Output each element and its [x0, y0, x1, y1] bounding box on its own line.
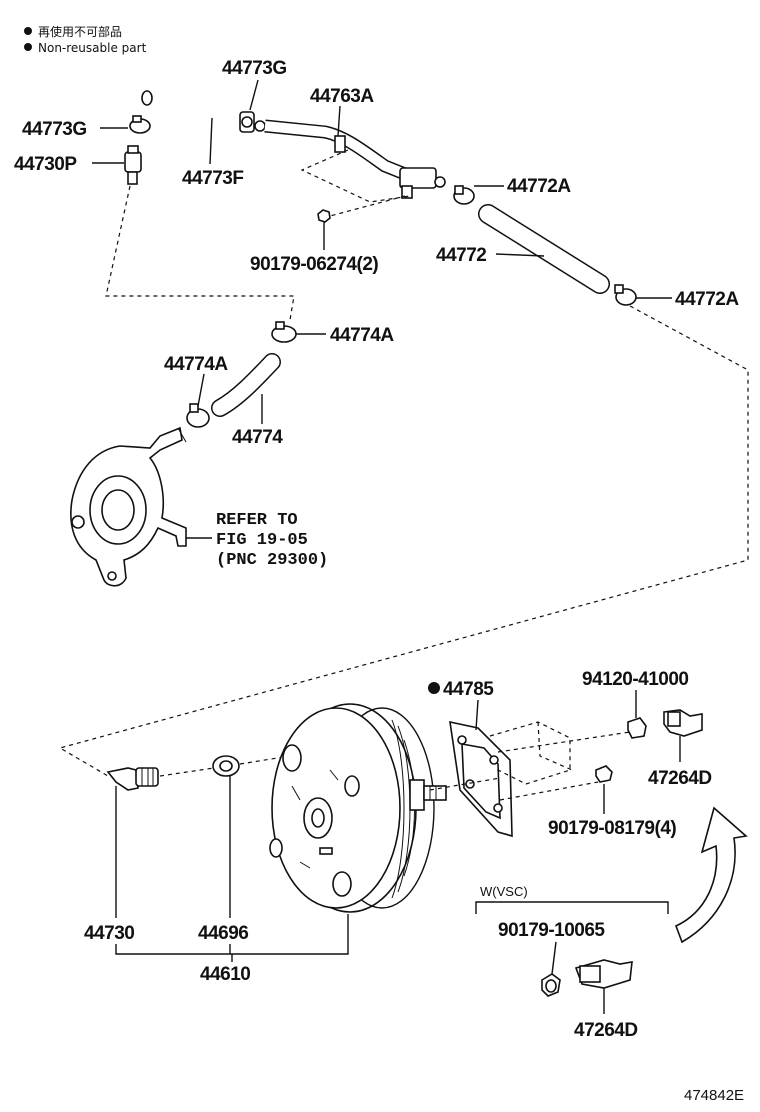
- nut-90179-06274[interactable]: [317, 209, 331, 223]
- vacuum-pump[interactable]: [70, 426, 187, 587]
- bracket-bolt-line: [329, 195, 406, 217]
- nut-90179-08179[interactable]: [595, 765, 613, 783]
- grommet-44696[interactable]: [212, 755, 240, 777]
- leader-44773F: [209, 117, 213, 165]
- label-44730P: 44730P: [14, 154, 77, 175]
- label-44774: 44774: [232, 427, 283, 448]
- label-90179-06274: 90179-06274(2): [250, 254, 378, 275]
- label-94120-41000: 94120-41000: [582, 669, 689, 690]
- leader-44774A-left: [197, 373, 205, 407]
- direction-arrow-icon: [674, 806, 748, 944]
- wvsc-bracket: [475, 901, 669, 914]
- label-wvsc: W(VSC): [480, 884, 528, 899]
- clamp-44773G-left[interactable]: [129, 115, 151, 134]
- label-44772: 44772: [436, 245, 486, 266]
- filled-circle-icon: [428, 682, 440, 694]
- bracket-outline: [300, 149, 411, 203]
- valve-44730P[interactable]: [124, 145, 142, 185]
- filled-circle-icon: [24, 27, 32, 35]
- bracket-47264D-lower[interactable]: [574, 959, 633, 989]
- brake-booster-44610[interactable]: [269, 703, 447, 913]
- check-valve-44730[interactable]: [106, 767, 159, 791]
- leader-44763A: [337, 105, 341, 137]
- label-90179-10065: 90179-10065: [498, 920, 605, 941]
- leader-44785: [475, 699, 479, 731]
- label-44610: 44610: [200, 964, 250, 985]
- legend-english: Non-reusable part: [38, 41, 147, 55]
- label-47264D-upper: 47264D: [648, 768, 712, 789]
- nut-94120-41000[interactable]: [627, 717, 647, 739]
- label-44730: 44730: [84, 923, 134, 944]
- leader-44773G-top: [249, 79, 259, 111]
- label-44772A-upper: 44772A: [507, 176, 571, 197]
- clamp-44773G-top[interactable]: [239, 111, 266, 133]
- bolt-line-2: [499, 781, 599, 801]
- label-44772A-lower: 44772A: [675, 289, 739, 310]
- bracket-47264D-upper[interactable]: [663, 709, 703, 737]
- label-90179-08179: 90179-08179(4): [548, 818, 676, 839]
- label-44763A: 44763A: [310, 86, 374, 107]
- refer-line-3[interactable]: (PNC 29300): [216, 551, 328, 570]
- label-44773F: 44773F: [182, 168, 243, 189]
- hose-44773F[interactable]: [141, 77, 237, 129]
- clamp-44774A-right[interactable]: [271, 321, 297, 343]
- hose-44774[interactable]: [211, 353, 281, 417]
- hose-44772[interactable]: [478, 204, 610, 294]
- legend-japanese: 再使用不可部品: [38, 24, 122, 39]
- bolt-line-3: [429, 777, 501, 791]
- label-44774A-left: 44774A: [164, 354, 228, 375]
- label-44773G-left: 44773G: [22, 119, 87, 140]
- clamp-44772A-upper[interactable]: [453, 185, 475, 205]
- routing-line-1: [105, 185, 295, 321]
- label-44696: 44696: [198, 923, 248, 944]
- mount-box-1: [489, 721, 571, 785]
- filled-circle-icon: [24, 43, 32, 51]
- leader-44772: [495, 253, 545, 257]
- clamp-44774A-left[interactable]: [186, 403, 210, 428]
- nut-90179-10065[interactable]: [541, 973, 561, 997]
- label-44774A-right: 44774A: [330, 325, 394, 346]
- label-44773G-top: 44773G: [222, 58, 287, 79]
- refer-line-2[interactable]: FIG 19-05: [216, 531, 308, 550]
- leader-90179-10065: [551, 941, 557, 975]
- dash-valve-grommet: [159, 767, 215, 777]
- clamp-44772A-lower[interactable]: [614, 284, 637, 306]
- pipe-44763A[interactable]: [264, 119, 446, 199]
- figure-id: 474842E: [684, 1087, 744, 1104]
- refer-line-1[interactable]: REFER TO: [216, 511, 298, 530]
- label-47264D-lower: 47264D: [574, 1020, 638, 1041]
- bolt-line-1: [497, 731, 631, 753]
- mount-box-2: [537, 721, 573, 771]
- gasket-44785[interactable]: [449, 720, 513, 838]
- routing-line-2: [58, 305, 749, 777]
- label-44785: 44785: [443, 679, 494, 700]
